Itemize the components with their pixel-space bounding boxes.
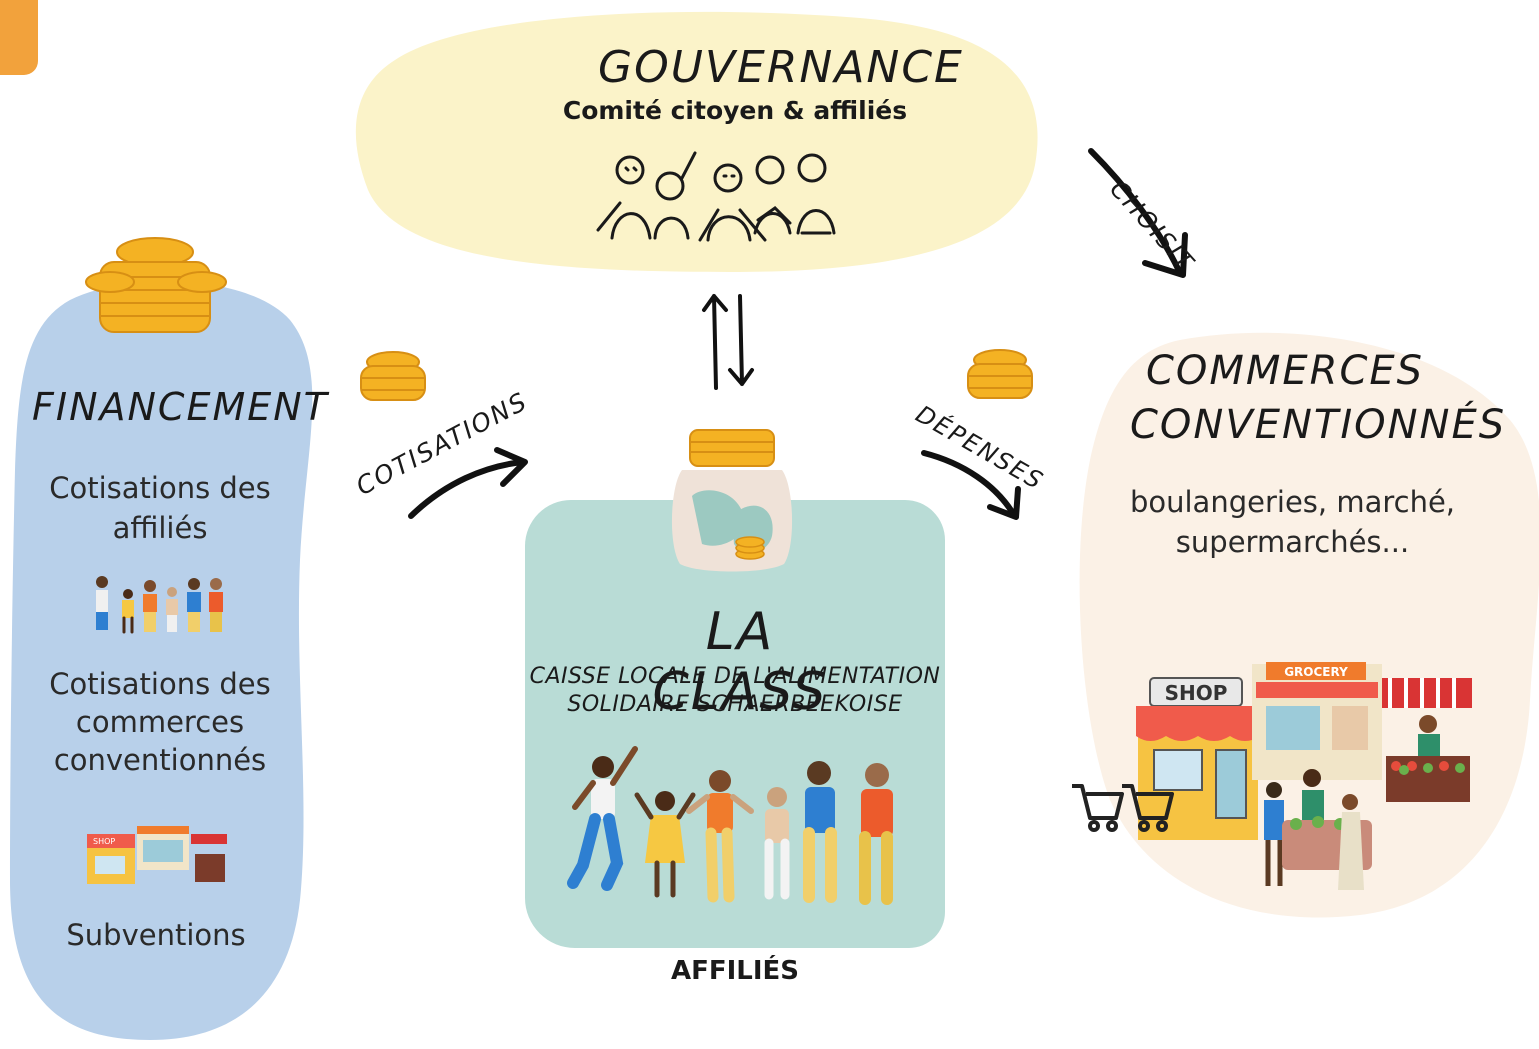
- coin-stack-large: [85, 237, 227, 333]
- depenses-arrow: [921, 450, 1021, 520]
- shop-sign-text: SHOP: [1165, 681, 1228, 705]
- governance-center-arrows: [702, 294, 754, 390]
- choisit-arrow: [1088, 148, 1188, 278]
- grocery-sign-text: GROCERY: [1284, 665, 1348, 679]
- center-title: LA CLASS: [652, 602, 828, 722]
- financing-item-subventions: Subventions: [66, 918, 246, 952]
- shops-title-line2: CONVENTIONNÉS: [1130, 402, 1507, 448]
- center-subtitle-line2: SOLIDAIRE SCHAERBEEKOISE: [567, 692, 903, 717]
- cotisations-coins: [360, 351, 426, 401]
- depenses-coins: [967, 349, 1033, 399]
- financing-item-commerces: Cotisations des commerces conventionnés: [49, 667, 271, 777]
- corner-tab: [0, 0, 38, 75]
- jar-icon: [671, 429, 793, 572]
- mini-shops-illustration: SHOP: [87, 826, 227, 884]
- affiliates-people-illustration: [567, 746, 893, 905]
- financing-item-affilies: Cotisations des affiliés: [49, 471, 271, 545]
- governance-title: GOUVERNANCE: [598, 42, 964, 93]
- financing-title: FINANCEMENT: [32, 385, 329, 429]
- shops-desc-line2: supermarchés...: [1175, 525, 1410, 559]
- shops-title-line1: COMMERCES: [1145, 348, 1425, 394]
- shops-illustration: SHOP GROCERY: [1072, 662, 1472, 890]
- center-box: [525, 500, 945, 948]
- shops-desc-line1: boulangeries, marché,: [1129, 485, 1456, 519]
- committee-people-illustration: [596, 151, 836, 242]
- center-subtitle-line1: CAISSE LOCALE DE L'ALIMENTATION: [529, 664, 941, 689]
- governance-subtitle: Comité citoyen & affiliés: [562, 96, 908, 125]
- mini-people-illustration: [96, 576, 223, 634]
- center-caption: AFFILIÉS: [670, 956, 800, 986]
- cotisations-arrow: [408, 447, 528, 519]
- mini-shop-sign: SHOP: [93, 837, 115, 846]
